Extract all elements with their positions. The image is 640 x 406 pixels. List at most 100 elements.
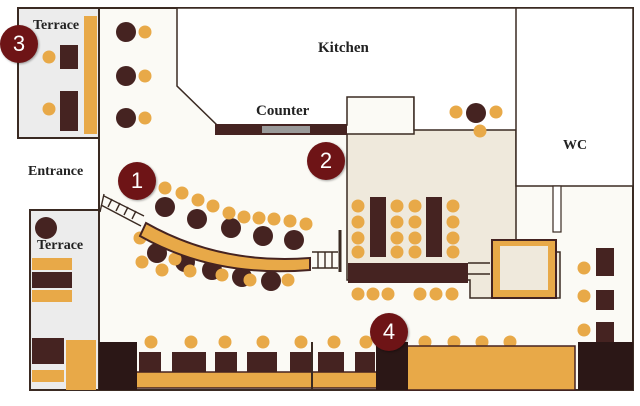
seat [267, 212, 281, 226]
seat [294, 335, 308, 349]
round-table [116, 66, 136, 86]
bar-counter [348, 263, 468, 283]
table [318, 352, 344, 372]
seat [473, 124, 487, 138]
seat [408, 199, 422, 213]
round-table [35, 217, 57, 239]
corner-booth-inner [500, 246, 548, 290]
seat [429, 287, 443, 301]
seat [408, 245, 422, 259]
round-table [155, 197, 175, 217]
area-marker-2[interactable]: 2 [307, 142, 345, 180]
seat [138, 111, 152, 125]
area-marker-1[interactable]: 1 [118, 162, 156, 200]
seat [218, 335, 232, 349]
round-table [221, 218, 241, 238]
seat [390, 215, 404, 229]
bottom-banquette [135, 371, 379, 389]
seat [281, 273, 295, 287]
area-marker-4[interactable]: 4 [370, 313, 408, 351]
table [355, 352, 375, 372]
entrance-steps [99, 193, 145, 227]
seat [408, 231, 422, 245]
seat [359, 335, 373, 349]
seat [446, 231, 460, 245]
seat [446, 245, 460, 259]
entrance-label: Entrance [28, 164, 84, 179]
partition [311, 342, 313, 390]
seat [168, 252, 182, 266]
seat [413, 287, 427, 301]
terrace-bottom-banquette [66, 340, 96, 390]
seat [351, 215, 365, 229]
table [596, 290, 614, 310]
table [32, 272, 72, 288]
terrace-top-banquette [84, 16, 97, 134]
seat [390, 231, 404, 245]
terrace-top-label: Terrace [33, 18, 80, 33]
seat [445, 287, 459, 301]
table [139, 352, 161, 372]
round-table [116, 108, 136, 128]
table [215, 352, 237, 372]
seat [577, 261, 591, 275]
pillar [578, 342, 633, 390]
bench-seat [32, 370, 64, 382]
seat [206, 199, 220, 213]
seat [351, 199, 365, 213]
seat [215, 268, 229, 282]
counter-label: Counter [256, 103, 310, 119]
seat [138, 25, 152, 39]
round-table [116, 22, 136, 42]
area-marker-3[interactable]: 3 [0, 25, 38, 63]
seat [243, 273, 257, 287]
seat [155, 263, 169, 277]
seat [390, 245, 404, 259]
seat [351, 245, 365, 259]
seat [175, 186, 189, 200]
seat [237, 210, 251, 224]
table [596, 322, 614, 342]
seat [446, 215, 460, 229]
round-table [253, 226, 273, 246]
table [370, 197, 386, 257]
counter-register [262, 126, 310, 133]
seat [138, 69, 152, 83]
seat [489, 105, 503, 119]
seat [327, 335, 341, 349]
seat [135, 255, 149, 269]
bench-seat [32, 290, 72, 302]
seat [446, 199, 460, 213]
seat [449, 105, 463, 119]
seat [351, 287, 365, 301]
table [426, 197, 442, 257]
table [247, 352, 277, 372]
seat [158, 181, 172, 195]
seat [299, 217, 313, 231]
bar-steps [312, 230, 490, 275]
seat [390, 199, 404, 213]
seat [256, 335, 270, 349]
seat [252, 211, 266, 225]
seat [283, 214, 297, 228]
table [172, 352, 206, 372]
seat [381, 287, 395, 301]
bench-seat [32, 258, 72, 270]
wc-label: WC [563, 138, 588, 153]
round-table [284, 230, 304, 250]
seat [577, 289, 591, 303]
table [60, 91, 78, 131]
table [32, 338, 64, 364]
round-table [187, 209, 207, 229]
seat [366, 287, 380, 301]
table [60, 45, 78, 69]
seat [222, 206, 236, 220]
seat [184, 335, 198, 349]
terrace-left-label: Terrace [37, 238, 84, 253]
curved-banquette [138, 221, 311, 273]
seat [577, 323, 591, 337]
round-table [261, 271, 281, 291]
table [596, 248, 614, 276]
seat [408, 215, 422, 229]
